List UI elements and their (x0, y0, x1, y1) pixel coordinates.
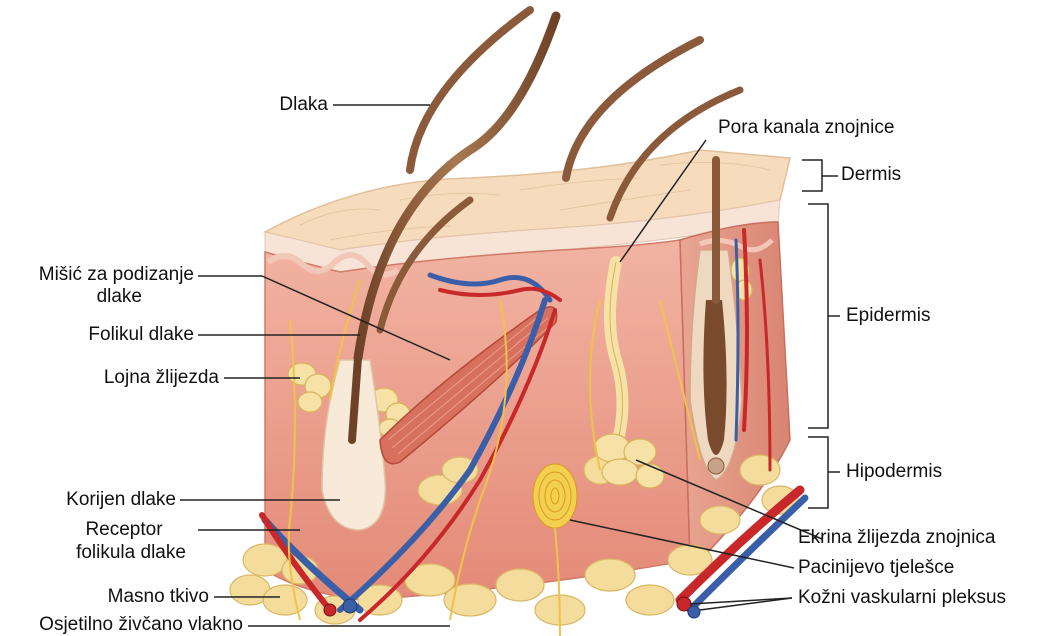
label-follicle-receptor-2: folikula dlake (60, 542, 202, 564)
label-dermis: Dermis (841, 164, 901, 186)
label-epidermis: Epidermis (846, 305, 930, 327)
label-follicle-receptor-1: Receptor (60, 519, 188, 541)
label-arrector-muscle-1: Mišić za podizanje (0, 264, 194, 286)
pacinian-corpuscle (533, 464, 577, 528)
label-sweat-pore: Pora kanala znojnice (718, 117, 894, 139)
label-hair: Dlaka (200, 94, 328, 116)
label-adipose-tissue: Masno tkivo (0, 586, 209, 608)
label-hair-follicle: Folikul dlake (0, 324, 194, 346)
label-arrector-muscle-2: dlake (0, 286, 142, 308)
label-sebaceous-gland: Lojna žlijezda (0, 367, 219, 389)
label-hair-root: Korijen dlake (0, 489, 176, 511)
label-eccrine-gland: Ekrina žlijezda znojnica (798, 527, 996, 549)
label-sensory-nerve: Osjetilno živčano vlakno (0, 614, 243, 636)
label-vascular-plexus: Kožni vaskularni pleksus (798, 587, 1006, 609)
label-pacinian: Pacinijevo tjelešce (798, 557, 954, 579)
label-hypodermis: Hipodermis (846, 461, 942, 483)
